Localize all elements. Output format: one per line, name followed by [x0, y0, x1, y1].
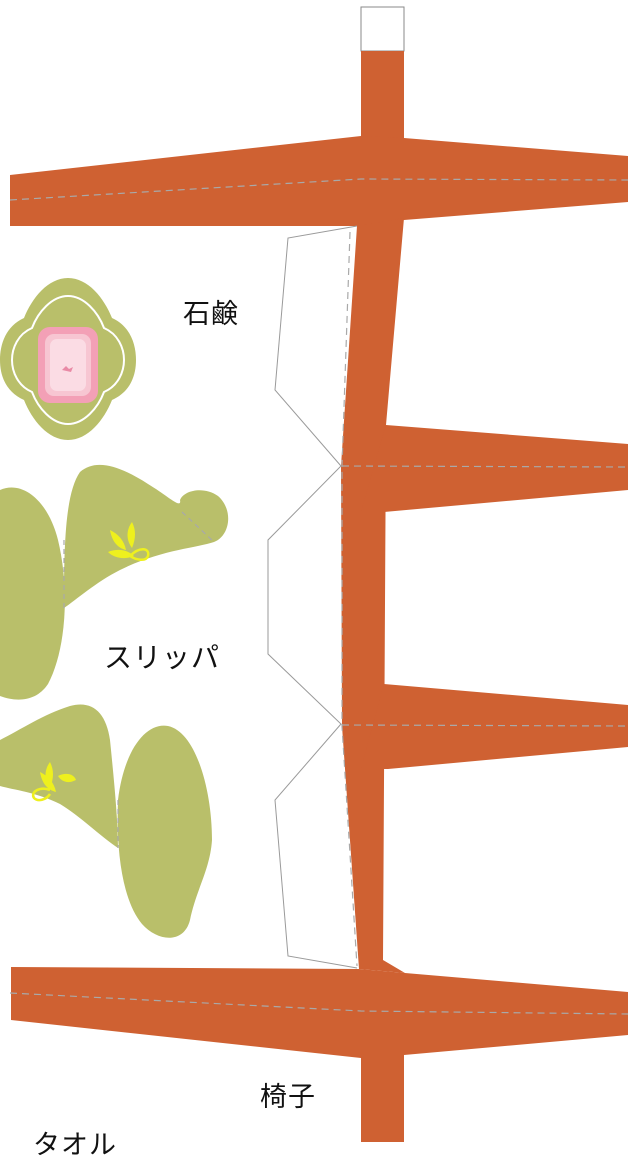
- chair-leg: [361, 1055, 404, 1142]
- soap-dish: [0, 278, 136, 440]
- chair-label: 椅子: [260, 1082, 316, 1113]
- soap-label: 石鹸: [183, 299, 239, 330]
- slipper-upper: [0, 464, 229, 700]
- chair-bottom-rail: [11, 967, 628, 1058]
- chair-arm-1: [361, 425, 628, 512]
- chair-arm-2: [361, 684, 628, 769]
- chair-frame: [10, 51, 628, 1142]
- slipper-strap-upper: [64, 464, 229, 608]
- leaf-icon: [31, 762, 76, 802]
- slippers-label: スリッパ: [104, 641, 221, 674]
- slipper-lower: [0, 704, 212, 938]
- slipper-sole-right: [117, 725, 212, 938]
- glue-tab-top: [360, 6, 405, 52]
- leaf-icon: [108, 522, 150, 561]
- cut-outline: [267, 225, 358, 969]
- fold-lines: [9, 178, 629, 1015]
- soap-bar-icon: [38, 327, 98, 403]
- chair-right-post: [341, 218, 405, 973]
- towel-label: タオル: [33, 1130, 117, 1161]
- chair-top-rail: [10, 136, 628, 226]
- slipper-sole-left: [0, 487, 65, 700]
